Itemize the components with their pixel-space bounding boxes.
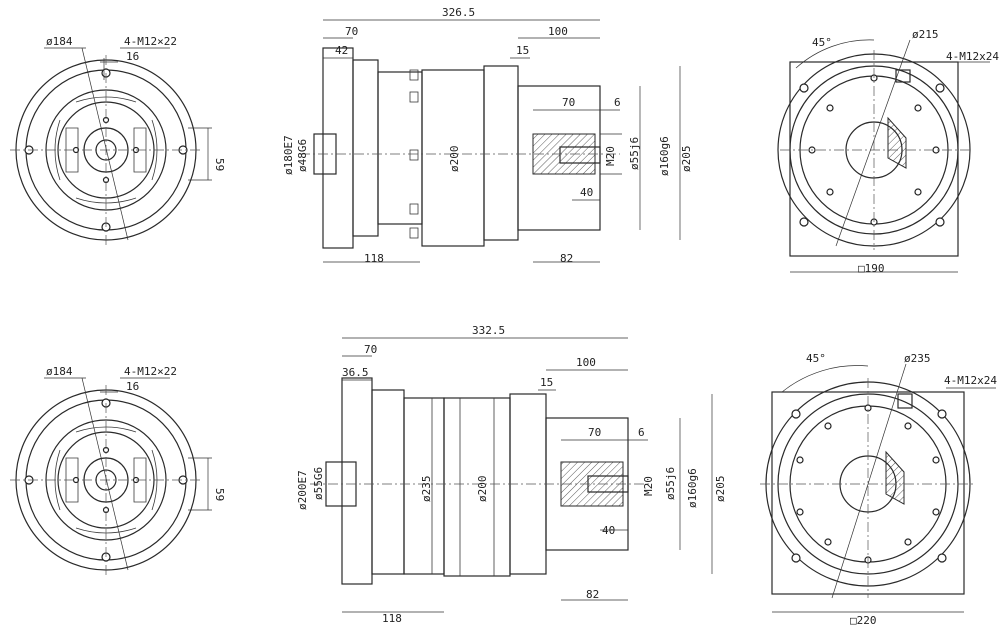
bottom-side-d55g6: ø55G6 (312, 467, 325, 500)
top-side-d48: ø48G6 (296, 139, 309, 172)
bottom-side-keyw: 6 (638, 426, 645, 439)
top-side-d205: ø205 (680, 146, 693, 173)
bottom-side-keylen: 70 (588, 426, 601, 439)
top-side-overall: 326.5 (442, 6, 475, 19)
top-side-m20: M20 (604, 146, 617, 166)
top-front-bolts: 4-M12×22 (124, 35, 177, 48)
bottom-side-m20: M20 (642, 476, 655, 496)
top-side-flange: 70 (345, 25, 358, 38)
top-side-d160: ø160g6 (658, 136, 671, 176)
bottom-side-dmid: ø235 (420, 476, 433, 503)
bottom-rear-bolts: 4-M12x24 (944, 374, 997, 387)
top-side-82: 82 (560, 252, 573, 265)
bottom-rear-square: □220 (850, 614, 877, 627)
bottom-side-82: 82 (586, 588, 599, 601)
top-rear-pcd: ø215 (912, 28, 939, 41)
top-side-keylen: 70 (562, 96, 575, 109)
top-side-view: 326.5 70 42 100 15 70 6 ø180E7 ø48G6 ø20… (282, 6, 693, 265)
bottom-front-view: ø184 4-M12×22 16 59 (10, 365, 226, 575)
bottom-front-dia: ø184 (46, 365, 73, 378)
bottom-side-outlen: 100 (576, 356, 596, 369)
top-side-118: 118 (364, 252, 384, 265)
top-rear-bolts: 4-M12x24 (946, 50, 999, 63)
bottom-side-flange: 70 (364, 343, 377, 356)
top-front-height: 59 (213, 158, 226, 171)
bottom-side-d200e7: ø200E7 (296, 470, 309, 510)
bottom-side-d205: ø205 (714, 476, 727, 503)
top-front-key: 16 (126, 50, 139, 63)
bottom-side-118: 118 (382, 612, 402, 625)
bottom-rear-view: 45° ø235 4-M12x24 □220 (760, 352, 997, 627)
top-front-dia: ø184 (46, 35, 73, 48)
top-rear-view: 45° ø215 4-M12x24 □190 (777, 28, 999, 275)
top-side-shoulder: 15 (516, 44, 529, 57)
top-side-d200: ø200 (448, 146, 461, 173)
bottom-front-bolts: 4-M12×22 (124, 365, 177, 378)
bottom-side-d55: ø55j6 (664, 467, 677, 500)
bottom-front-key: 16 (126, 380, 139, 393)
top-side-outlen: 100 (548, 25, 568, 38)
bottom-side-d200: ø200 (476, 476, 489, 503)
bottom-side-view: 332.5 70 36.5 100 15 70 6 ø200E7 ø55G6 ø… (296, 324, 727, 625)
bottom-side-overall: 332.5 (472, 324, 505, 337)
bottom-side-flange-inner: 36.5 (342, 366, 369, 379)
bottom-rear-pcd: ø235 (904, 352, 931, 365)
top-front-view: ø184 4-M12×22 16 59 (10, 35, 226, 245)
top-rear-square: □190 (858, 262, 885, 275)
top-side-d180: ø180E7 (282, 135, 295, 175)
top-side-flange-inner: 42 (335, 44, 348, 57)
bottom-side-d160: ø160g6 (686, 468, 699, 508)
bottom-rear-angle: 45° (806, 352, 826, 365)
bottom-side-shoulder: 15 (540, 376, 553, 389)
top-side-40: 40 (580, 186, 593, 199)
bottom-front-height: 59 (213, 488, 226, 501)
top-rear-angle: 45° (812, 36, 832, 49)
top-side-keyw: 6 (614, 96, 621, 109)
bottom-side-40: 40 (602, 524, 615, 537)
top-side-d55: ø55j6 (628, 137, 641, 170)
